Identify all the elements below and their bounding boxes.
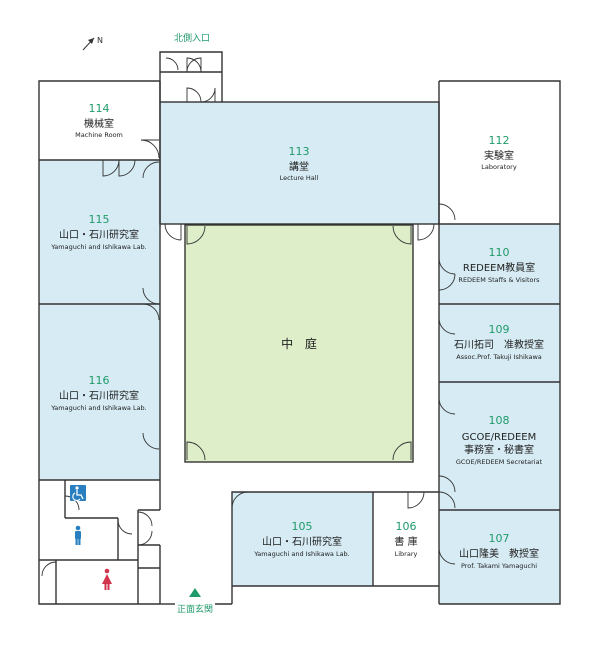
svg-text:Assoc.Prof. Takuji Ishikawa: Assoc.Prof. Takuji Ishikawa <box>456 353 542 361</box>
svg-text:114: 114 <box>89 102 110 115</box>
room-116[interactable] <box>39 304 160 480</box>
svg-text:山口・石川研究室: 山口・石川研究室 <box>59 389 139 402</box>
room-105[interactable] <box>232 492 373 586</box>
room-105-label: 105 山口・石川研究室 Yamaguchi and Ishikawa Lab. <box>253 520 350 558</box>
svg-text:山口・石川研究室: 山口・石川研究室 <box>59 228 139 241</box>
svg-text:Laboratory: Laboratory <box>481 163 517 171</box>
room-114-label: 114 機械室 Machine Room <box>75 102 123 139</box>
svg-text:Yamaguchi and Ishikawa Lab.: Yamaguchi and Ishikawa Lab. <box>50 404 147 412</box>
svg-text:石川拓司 准教授室: 石川拓司 准教授室 <box>454 338 544 351</box>
main-entrance-label: 正面玄関 <box>177 603 213 615</box>
svg-text:116: 116 <box>89 374 110 387</box>
room-114[interactable] <box>39 81 160 160</box>
room-110-label: 110 REDEEM教員室 REDEEM Staffs & Visitors <box>458 246 540 284</box>
male-toilet-icon <box>75 525 81 545</box>
room-109[interactable] <box>439 304 560 382</box>
room-108-label: 108 GCOE/REDEEM 事務室・秘書室 GCOE/REDEEM Secr… <box>456 414 543 466</box>
room-106-label: 106 書 庫 Library <box>394 520 417 558</box>
room-112[interactable] <box>439 81 560 224</box>
svg-text:110: 110 <box>489 246 510 259</box>
north-entrance-label: 北側入口 <box>174 32 210 44</box>
room-112-label: 112 実験室 Laboratory <box>481 134 517 171</box>
room-106[interactable] <box>373 492 439 586</box>
svg-text:115: 115 <box>89 213 110 226</box>
svg-text:113: 113 <box>289 145 310 158</box>
svg-text:Yamaguchi and Ishikawa Lab.: Yamaguchi and Ishikawa Lab. <box>50 243 147 251</box>
svg-text:GCOE/REDEEM: GCOE/REDEEM <box>462 432 537 443</box>
svg-text:REDEEM教員室: REDEEM教員室 <box>463 261 535 274</box>
wheelchair-icon <box>70 485 86 502</box>
room-110[interactable] <box>439 224 560 304</box>
female-toilet-icon <box>102 568 112 590</box>
room-107[interactable] <box>439 510 560 604</box>
svg-text:GCOE/REDEEM Secretariat: GCOE/REDEEM Secretariat <box>456 458 543 466</box>
svg-text:Lecture Hall: Lecture Hall <box>280 174 319 182</box>
svg-text:REDEEM Staffs & Visitors: REDEEM Staffs & Visitors <box>458 276 540 284</box>
doors <box>41 57 456 577</box>
svg-text:講堂: 講堂 <box>289 160 309 173</box>
room-115-label: 115 山口・石川研究室 Yamaguchi and Ishikawa Lab. <box>50 213 147 251</box>
svg-text:106: 106 <box>396 520 417 533</box>
room-109-label: 109 石川拓司 准教授室 Assoc.Prof. Takuji Ishikaw… <box>454 323 544 361</box>
svg-text:107: 107 <box>489 532 510 545</box>
room-115[interactable] <box>39 160 160 304</box>
svg-text:Machine Room: Machine Room <box>75 131 123 139</box>
svg-text:109: 109 <box>489 323 510 336</box>
svg-text:書 庫: 書 庫 <box>394 535 417 548</box>
svg-text:山口隆美 教授室: 山口隆美 教授室 <box>459 547 539 560</box>
room-116-label: 116 山口・石川研究室 Yamaguchi and Ishikawa Lab. <box>50 374 147 412</box>
walls <box>38 51 561 605</box>
svg-text:Library: Library <box>395 550 418 558</box>
svg-text:事務室・秘書室: 事務室・秘書室 <box>464 443 534 456</box>
svg-text:Prof. Takami Yamaguchi: Prof. Takami Yamaguchi <box>461 562 537 570</box>
compass: N <box>82 36 103 51</box>
compass-label: N <box>97 36 103 45</box>
svg-text:105: 105 <box>292 520 313 533</box>
courtyard <box>184 224 414 463</box>
svg-text:機械室: 機械室 <box>84 117 114 130</box>
room-113[interactable] <box>160 102 439 224</box>
room-107-label: 107 山口隆美 教授室 Prof. Takami Yamaguchi <box>459 532 539 570</box>
room-108[interactable] <box>439 382 560 510</box>
room-113-label: 113 講堂 Lecture Hall <box>280 145 319 182</box>
svg-text:実験室: 実験室 <box>484 149 514 162</box>
up-arrow-icon <box>189 588 201 597</box>
svg-text:108: 108 <box>489 414 510 427</box>
svg-text:Yamaguchi and Ishikawa Lab.: Yamaguchi and Ishikawa Lab. <box>253 550 350 558</box>
svg-text:112: 112 <box>489 134 510 147</box>
courtyard-label: 中 庭 <box>281 336 321 351</box>
svg-text:山口・石川研究室: 山口・石川研究室 <box>262 535 342 548</box>
